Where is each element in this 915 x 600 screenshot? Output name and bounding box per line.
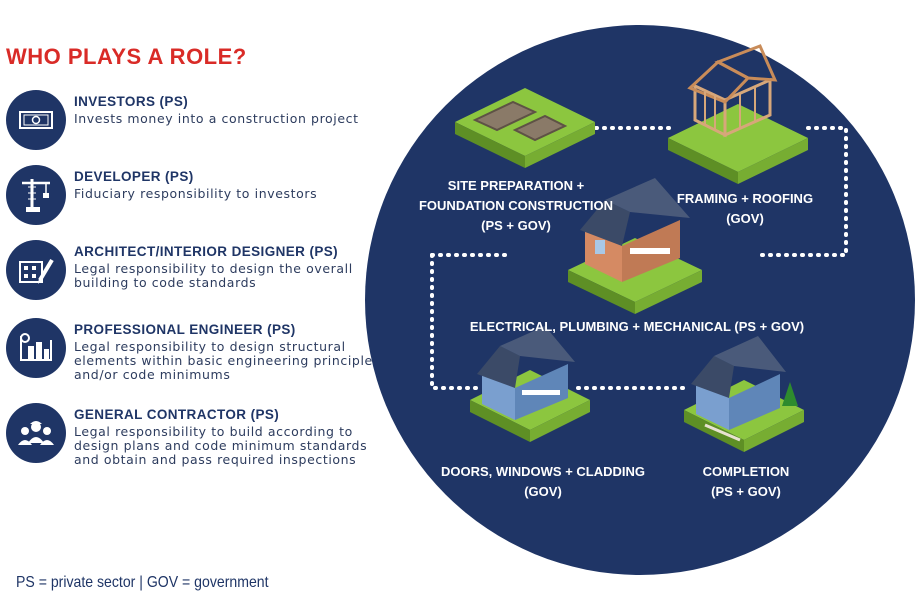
crane-icon bbox=[6, 165, 66, 225]
role-engineer: PROFESSIONAL ENGINEER (PS) Legal respons… bbox=[6, 318, 386, 382]
electrical-house-tile bbox=[568, 178, 702, 314]
role-description: Legal responsibility to design structura… bbox=[74, 339, 380, 382]
doors-windows-house-tile bbox=[470, 326, 590, 442]
stage-label-doors: (GOV) bbox=[524, 484, 562, 499]
process-path bbox=[430, 126, 848, 390]
role-description: Legal responsibility to build according … bbox=[74, 424, 368, 467]
role-architect: ARCHITECT/INTERIOR DESIGNER (PS) Legal r… bbox=[6, 240, 386, 304]
stage-label-electrical: ELECTRICAL, PLUMBING + MECHANICAL (PS + … bbox=[470, 319, 804, 334]
role-developer: DEVELOPER (PS) Fiduciary responsibility … bbox=[6, 165, 386, 229]
site-foundation-tile bbox=[455, 88, 595, 168]
role-description: Invests money into a construction projec… bbox=[74, 111, 359, 126]
page-title: WHO PLAYS A ROLE? bbox=[6, 44, 247, 69]
framing-house-tile bbox=[668, 44, 808, 184]
stage-label-site: FOUNDATION CONSTRUCTION bbox=[419, 198, 613, 213]
role-name: DEVELOPER (PS) bbox=[74, 169, 194, 184]
stage-label-site: (PS + GOV) bbox=[481, 218, 551, 233]
role-name: INVESTORS (PS) bbox=[74, 94, 189, 109]
role-name: GENERAL CONTRACTOR (PS) bbox=[74, 407, 280, 422]
legend: PS = private sector | GOV = government bbox=[16, 574, 269, 591]
workers-icon bbox=[6, 403, 66, 463]
stage-label-site: SITE PREPARATION + bbox=[448, 178, 585, 193]
role-description: Fiduciary responsibility to investors bbox=[74, 186, 318, 201]
blueprint-pencil-icon bbox=[6, 240, 66, 300]
stage-label-completion: COMPLETION bbox=[703, 464, 790, 479]
role-name: ARCHITECT/INTERIOR DESIGNER (PS) bbox=[74, 244, 339, 259]
stage-label-doors: DOORS, WINDOWS + CLADDING bbox=[441, 464, 645, 479]
role-name: PROFESSIONAL ENGINEER (PS) bbox=[74, 322, 296, 337]
stage-label-completion: (PS + GOV) bbox=[711, 484, 781, 499]
role-general-contractor: GENERAL CONTRACTOR (PS) Legal responsibi… bbox=[6, 403, 386, 467]
completion-house-tile bbox=[684, 336, 804, 452]
building-plans-icon bbox=[6, 318, 66, 378]
money-icon bbox=[6, 90, 66, 150]
role-investors: INVESTORS (PS) Invests money into a cons… bbox=[6, 90, 386, 154]
stage-label-framing: (GOV) bbox=[726, 211, 764, 226]
stage-label-framing: FRAMING + ROOFING bbox=[677, 191, 813, 206]
role-description: Legal responsibility to design the overa… bbox=[74, 261, 353, 290]
